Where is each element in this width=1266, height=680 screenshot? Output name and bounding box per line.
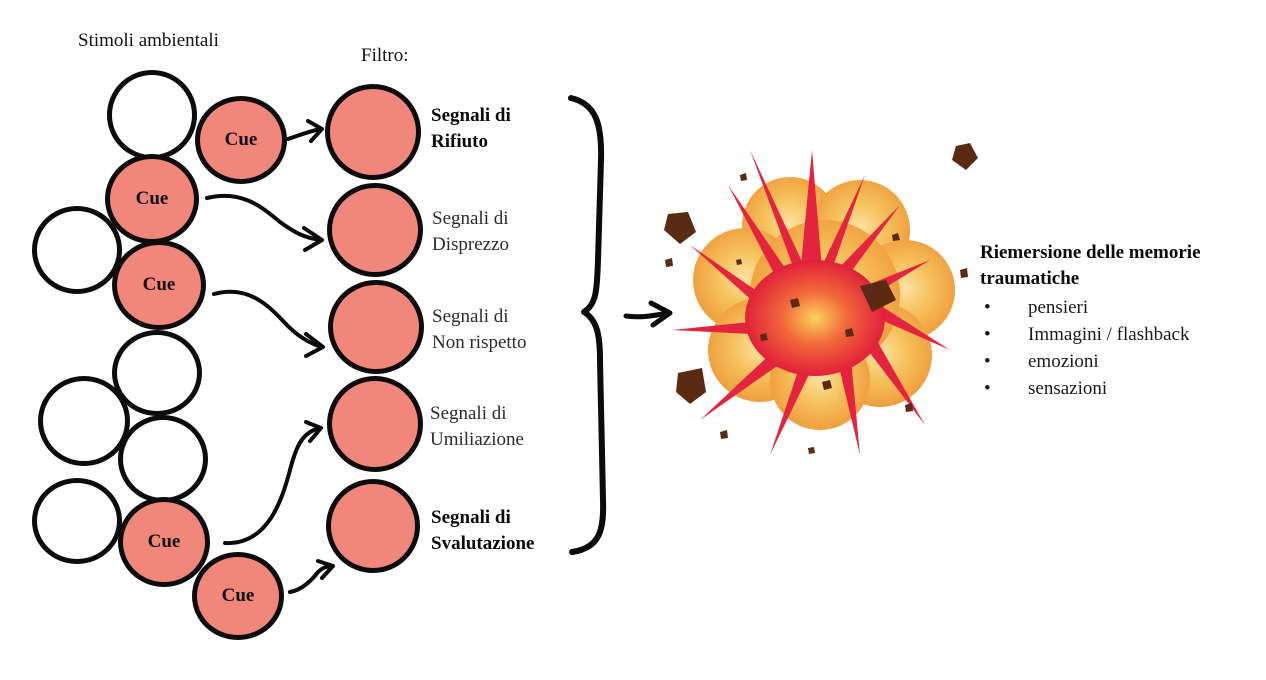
- arrow-head: [304, 332, 325, 358]
- cue-circle: Cue: [195, 96, 287, 184]
- explosion-illustration: [664, 143, 978, 455]
- cue-circle: Cue: [192, 552, 284, 640]
- filter-title: Filtro:: [361, 45, 409, 66]
- cue-label: Cue: [135, 188, 169, 209]
- arrow-to-explosion: [623, 310, 671, 320]
- arrow-to-non-rispetto: [212, 289, 324, 349]
- signal-label-line: Rifiuto: [431, 131, 488, 152]
- arrow-head: [304, 420, 323, 443]
- stimulus-circle: [32, 206, 122, 294]
- filter-circle-rifiuto: [325, 84, 421, 180]
- stimulus-circle: [107, 70, 197, 160]
- signal-label-line: Segnali di: [432, 208, 509, 229]
- signal-label-rifiuto: Segnali di Rifiuto: [431, 103, 511, 155]
- outcome-list: pensieri Immagini / flashback emozioni s…: [980, 294, 1260, 402]
- cue-label: Cue: [147, 531, 181, 552]
- signal-label-svalutazione: Segnali di Svalutazione: [431, 505, 534, 557]
- outcome-block: Riemersione delle memorie traumatiche pe…: [980, 240, 1260, 402]
- signal-label-line: Segnali di: [431, 105, 511, 126]
- filter-circle-svalutazione: [326, 479, 420, 573]
- arrow-to-svalutazione: [288, 564, 334, 594]
- arrow-head: [306, 119, 324, 143]
- signal-label-line: Non rispetto: [432, 332, 527, 353]
- outcome-title: Riemersione delle memorie traumatiche: [980, 242, 1201, 289]
- signal-label-line: Segnali di: [431, 507, 511, 528]
- filter-circle-disprezzo: [327, 183, 423, 277]
- stimulus-circle: [38, 376, 130, 466]
- signal-label-line: Segnali di: [432, 306, 509, 327]
- cue-label: Cue: [224, 129, 258, 150]
- cue-label: Cue: [142, 274, 176, 295]
- cue-circle: Cue: [112, 240, 206, 330]
- outcome-item: sensazioni: [980, 375, 1260, 402]
- stimulus-circle: [112, 330, 202, 416]
- signal-label-line: Svalutazione: [431, 533, 535, 554]
- filter-circle-non-rispetto: [328, 280, 424, 374]
- signal-label-disprezzo: Segnali di Disprezzo: [432, 206, 509, 258]
- outcome-item: emozioni: [980, 348, 1260, 375]
- outcome-item: Immagini / flashback: [980, 321, 1260, 348]
- cue-circle: Cue: [118, 497, 210, 587]
- filter-circle-umiliazione: [327, 376, 423, 472]
- arrow-head: [302, 226, 324, 252]
- arrow-to-disprezzo: [205, 193, 323, 242]
- stimuli-title: Stimoli ambientali: [78, 30, 219, 51]
- signal-label-line: Segnali di: [430, 403, 507, 424]
- arrow-head: [648, 300, 673, 328]
- arrow-to-umiliazione: [223, 426, 322, 546]
- grouping-brace: [568, 95, 607, 555]
- outcome-item: pensieri: [980, 294, 1260, 321]
- signal-label-non-rispetto: Segnali di Non rispetto: [432, 304, 526, 356]
- signal-label-line: Umiliazione: [430, 429, 524, 450]
- arrow-head: [316, 559, 335, 580]
- signal-label-line: Disprezzo: [432, 234, 510, 255]
- cue-label: Cue: [221, 585, 255, 606]
- arrow-to-rifiuto: [286, 127, 323, 141]
- stimulus-circle: [32, 478, 122, 564]
- signal-label-umiliazione: Segnali di Umiliazione: [430, 401, 524, 453]
